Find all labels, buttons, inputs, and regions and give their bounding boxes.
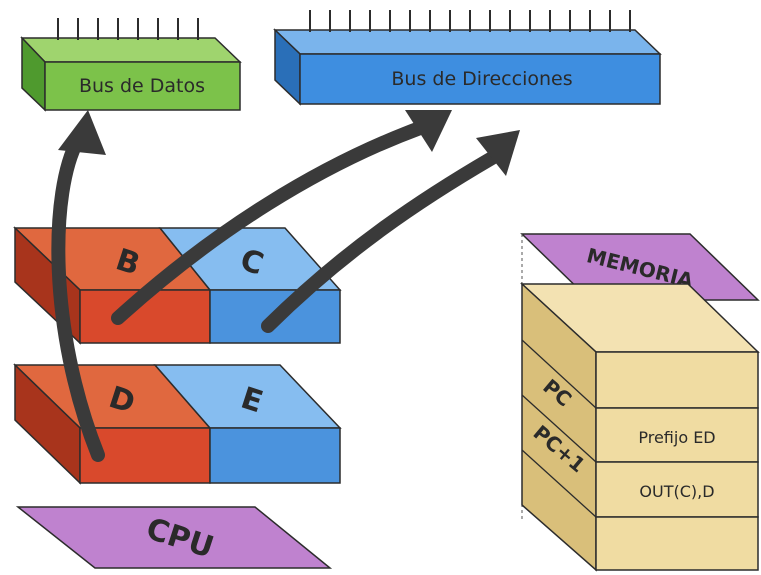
address-bus-front [299, 53, 661, 105]
memory-cell-instruction-label: OUT(C),D [639, 482, 714, 501]
address-bus-block: Bus de Direcciones [273, 10, 662, 106]
register-pair-de: D E [13, 363, 342, 485]
address-bus-top [273, 29, 662, 55]
memory-cell-prefix-label: Prefijo ED [638, 428, 715, 447]
cpu-plate [15, 506, 333, 569]
arrows [51, 110, 520, 462]
memory-side-slots [521, 339, 597, 518]
address-bus-label: Bus de Direcciones [391, 68, 572, 90]
address-bus-pins [309, 10, 631, 32]
data-bus-front [44, 61, 241, 111]
arrow-b-to-address-bus-head [405, 110, 452, 152]
arrow-d-to-data-bus [51, 133, 105, 462]
data-bus-block: Bus de Datos [20, 18, 242, 112]
memory-block: MEMORIA Prefijo ED OUT(C),D PC PC+1 [520, 233, 760, 572]
data-bus-top [20, 37, 242, 63]
memory-cell-instruction [595, 461, 759, 518]
arrow-b-to-address-bus [111, 121, 427, 325]
memory-cell-empty-bottom [595, 516, 759, 571]
register-c-front [209, 289, 341, 344]
data-bus-label: Bus de Datos [79, 75, 205, 97]
arrow-d-to-data-bus-head [58, 110, 106, 155]
arrow-c-to-address-bus-head [476, 130, 520, 176]
memory-cell-empty-top [595, 351, 759, 409]
cpu-block: CPU [15, 506, 333, 569]
register-e-front [209, 427, 341, 484]
data-bus-pins [57, 18, 199, 40]
arrow-c-to-address-bus [261, 151, 499, 333]
